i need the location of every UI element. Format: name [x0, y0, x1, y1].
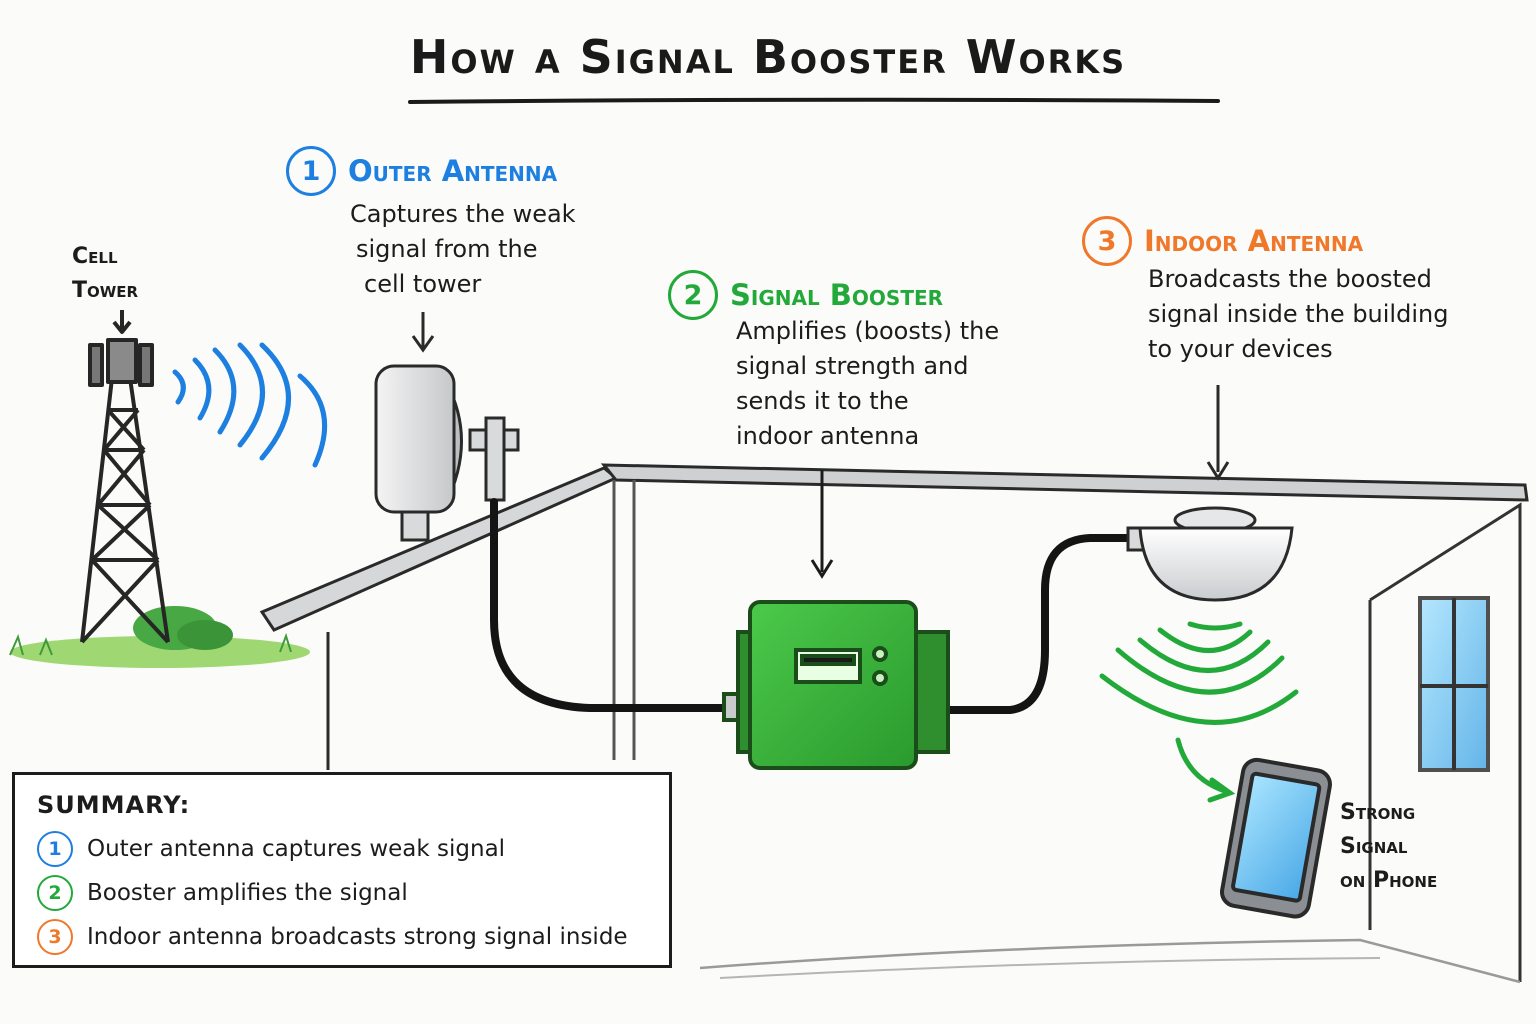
- summary-item-2: 2 Booster amplifies the signal: [37, 871, 647, 915]
- indoor-antenna-icon: [1126, 385, 1294, 602]
- phone-icon: [1220, 757, 1332, 919]
- step-1-heading: 1 Outer Antenna: [286, 146, 557, 196]
- window-icon: [1418, 596, 1490, 772]
- phone-signal-label: Strong Signal on Phone: [1340, 800, 1438, 893]
- step-3-heading: 3 Indoor Antenna: [1082, 216, 1363, 266]
- step-1-number: 1: [286, 146, 336, 196]
- coax-cable: [490, 498, 1139, 714]
- step-1-description: Captures the weak signal from the cell t…: [350, 200, 576, 298]
- summary-item-1: 1 Outer antenna captures weak signal: [37, 827, 647, 871]
- summary-box: SUMMARY: 1 Outer antenna captures weak s…: [12, 772, 672, 968]
- step-2-description: Amplifies (boosts) the signal strength a…: [736, 317, 1000, 450]
- arrow-to-phone-icon: [1175, 737, 1236, 803]
- step-3-number: 3: [1082, 216, 1132, 266]
- cell-tower-icon: [80, 310, 170, 644]
- step-3-title: Indoor Antenna: [1144, 224, 1364, 258]
- signal-booster-icon: [722, 470, 950, 770]
- summary-title: SUMMARY:: [37, 791, 191, 819]
- title-underline: [408, 97, 1220, 104]
- step-2-number: 2: [668, 270, 718, 320]
- summary-number-1: 1: [37, 831, 73, 867]
- step-2-title: Signal Booster: [730, 278, 944, 312]
- summary-number-3: 3: [37, 919, 73, 955]
- summary-number-2: 2: [37, 875, 73, 911]
- step-1-title: Outer Antenna: [348, 154, 558, 188]
- step-3-description: Broadcasts the boosted signal inside the…: [1148, 265, 1449, 363]
- tower-signal-waves: [172, 342, 328, 468]
- summary-item-3: 3 Indoor antenna broadcasts strong signa…: [37, 915, 647, 959]
- grass: [9, 606, 310, 668]
- indoor-signal-waves: [1099, 621, 1299, 725]
- outer-antenna-icon: [374, 312, 520, 542]
- page-title: How a Signal Booster Works: [409, 30, 1127, 84]
- cell-tower-label: Cell Tower: [72, 244, 139, 303]
- step-2-heading: 2 Signal Booster: [668, 270, 943, 320]
